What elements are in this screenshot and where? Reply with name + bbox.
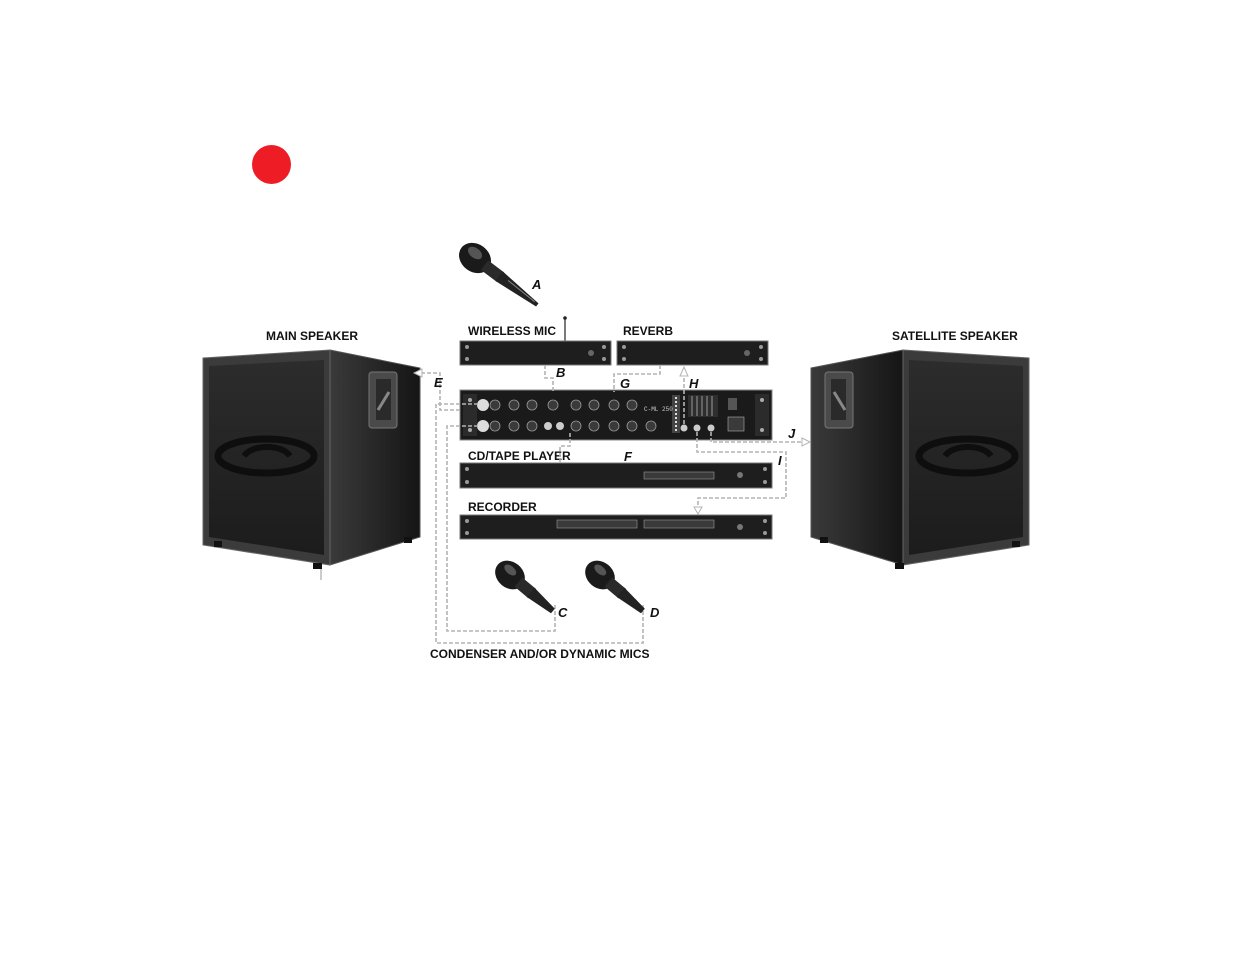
main-speaker-label: MAIN SPEAKER bbox=[266, 329, 358, 343]
mics-label: CONDENSER AND/OR DYNAMIC MICS bbox=[430, 647, 650, 661]
connection-label-g: G bbox=[620, 376, 630, 391]
record-dot-icon bbox=[252, 145, 291, 184]
reverb-label: REVERB bbox=[623, 324, 673, 338]
recorder-label: RECORDER bbox=[468, 500, 537, 514]
microphone-icon bbox=[585, 560, 645, 614]
cables bbox=[412, 365, 812, 644]
main-speaker bbox=[202, 349, 421, 580]
recorder bbox=[459, 514, 773, 540]
speaker-logo-icon bbox=[915, 435, 1019, 477]
reverb-unit bbox=[616, 340, 769, 366]
speaker-logo-icon bbox=[214, 435, 318, 477]
cd-tape-player bbox=[459, 462, 773, 489]
connection-label-i: I bbox=[778, 453, 782, 468]
connection-label-j: J bbox=[788, 426, 796, 441]
satellite-speaker-label: SATELLITE SPEAKER bbox=[892, 329, 1018, 343]
cd-tape-player-label: CD/TAPE PLAYER bbox=[468, 449, 571, 463]
connection-label-h: H bbox=[689, 376, 699, 391]
microphone-icon bbox=[495, 560, 555, 614]
speaker-handle-icon bbox=[824, 371, 854, 429]
microphone-icon bbox=[459, 242, 539, 307]
connection-label-d: D bbox=[650, 605, 660, 620]
satellite-speaker bbox=[810, 349, 1030, 569]
connection-label-a: A bbox=[531, 277, 541, 292]
speaker-handle-icon bbox=[368, 371, 398, 429]
mixer-amplifier: C-ML 250 bbox=[459, 389, 773, 441]
connection-label-f: F bbox=[624, 449, 633, 464]
connection-label-e: E bbox=[434, 375, 443, 390]
connection-label-c: C bbox=[558, 605, 568, 620]
connection-label-b: B bbox=[556, 365, 565, 380]
wireless-mic-receiver bbox=[459, 340, 612, 366]
mixer-model-label: C-ML 250 bbox=[644, 406, 673, 413]
wireless-mic-label: WIRELESS MIC bbox=[468, 324, 556, 338]
